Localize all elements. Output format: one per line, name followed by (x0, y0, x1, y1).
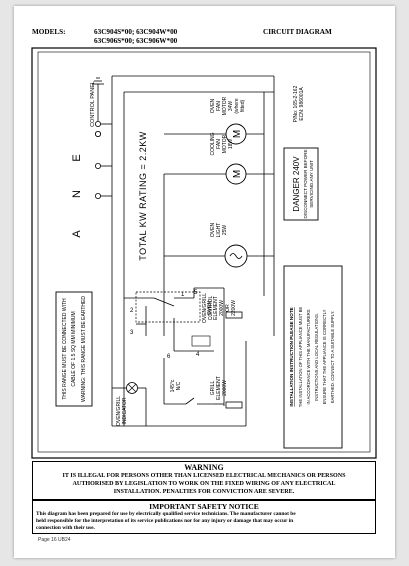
cooling-fan-motor-line-2: FAN (216, 139, 222, 149)
oven-fan-motor-line-5: (where (234, 98, 240, 114)
warning-line-1: IT IS ILLEGAL FOR PERSONS OTHER THAN LIC… (62, 473, 346, 479)
earth-warning-box (55, 291, 93, 407)
terminal-e (95, 131, 102, 138)
terminal-n-label: N (71, 190, 83, 198)
control-sub-box (191, 335, 211, 347)
diagram-inner-frame (37, 51, 371, 453)
oven-light-filament (229, 253, 243, 259)
node-5: 5 (194, 290, 198, 296)
oven-fan-motor-symbol (225, 123, 247, 145)
node-4: 4 (196, 352, 200, 358)
oven-element-line-3: 2000W (219, 300, 225, 316)
oven-fan-motor-line-3: MOTOR (222, 96, 228, 115)
oven-fan-motor-m: M (232, 130, 243, 138)
control-panel-label: CONTROL PANEL (90, 81, 96, 127)
terminal-e-label: E (71, 154, 83, 161)
supply-terminals (95, 131, 102, 199)
indicator-line-2: INDICATOR (122, 397, 128, 424)
danger-title: DANGER 240V (292, 156, 301, 212)
terminal-a (95, 192, 102, 199)
oven-element-line-2: ELEMENT (213, 296, 219, 320)
oven-element-line-4: OR (225, 304, 231, 312)
thermostat-line-2: N/C (176, 381, 182, 390)
oven-fan-motor-line-1: OVEN (210, 99, 216, 114)
oven-light-line-3: 25W (222, 225, 228, 236)
danger-line-1: DISCONNECT POWER BEFORE (303, 149, 308, 218)
oven-grill-control-line-2: CONTROL (208, 296, 214, 321)
installation-instruction-box (283, 265, 343, 449)
oven-fan-motor-line-6: fitted) (240, 99, 246, 112)
warning-box: WARNING IT IS ILLEGAL FOR PERSONS OTHER … (32, 461, 376, 500)
installation-line-4: ENSURE THAT THE APPLIANCE IS CORRECTLY (322, 309, 327, 404)
ecn-number: ECN: 986001A (299, 87, 305, 121)
grill-element-line-2: ELEMENT (216, 376, 222, 400)
node-1: 1 (181, 292, 185, 298)
danger-label-box (283, 147, 319, 221)
total-kw-rating: TOTAL KW RATING = 2.2KW (138, 131, 148, 260)
safety-notice-line-3: connection with their use. (36, 525, 95, 531)
oven-element-line-5: 2200W (231, 300, 237, 316)
models-line-2: 63C906S*00; 63C906W*00 (94, 37, 178, 45)
safety-notice-box: IMPORTANT SAFETY NOTICE This diagram has… (32, 500, 376, 534)
terminal-a-label: A (71, 230, 83, 238)
cooling-fan-motor-line-4: 18W (228, 139, 234, 150)
oven-element-symbol (225, 311, 243, 319)
indicator-line-1: OVEN/GRILL (116, 396, 122, 426)
installation-line-2: IN ACCORDANCE WITH THE MANUFACTURERS (306, 309, 311, 404)
earth-warning-line-1: THIS RANGE MUST BE CONNECTED WITH (62, 298, 68, 400)
models-label: MODELS: (32, 28, 66, 36)
warning-line-2: AUTHORISED BY LEGISLATION TO WORK ON THE… (72, 481, 336, 487)
oven-fan-motor-line-4: 34W (228, 101, 234, 112)
grill-element-symbol (225, 401, 243, 409)
danger-line-2: SERVICING ANY UNIT (309, 160, 314, 208)
models-line-1: 63C904S*00; 63C904W*00 (94, 28, 178, 36)
grill-element-line-1: GRILL (210, 381, 216, 396)
cooling-fan-motor-line-3: MOTOR (222, 134, 228, 153)
diagram-title: CIRCUIT DIAGRAM (263, 28, 332, 36)
safety-notice-title: IMPORTANT SAFETY NOTICE (149, 502, 259, 511)
installation-line-5: EARTHED. CONNECT TO A SUITABLE SUPPLY. (330, 311, 335, 403)
circuit-diagram: CONTROL PANEL A N E TOTAL KW RATING = 2.… (31, 47, 377, 459)
thermostat-line-1: 145°c (170, 379, 176, 392)
terminal-n (95, 162, 102, 169)
document-page: MODELS: 63C904S*00; 63C904W*00 63C906S*0… (14, 6, 395, 558)
cooling-fan-motor-symbol (225, 163, 247, 185)
safety-notice-line-1: This diagram has been prepared for use b… (36, 511, 296, 517)
oven-fan-motor-line-2: FAN (216, 101, 222, 111)
node-6: 6 (167, 354, 171, 360)
installation-title: INSTALLATION INSTRUCTION PLEASE NOTE (289, 307, 294, 406)
part-number: P/No: 165-2-162 (293, 85, 299, 122)
installation-line-3: INSTRUCTIONS AND LOCAL REGULATIONS. (314, 313, 319, 401)
oven-element-line-1: OVEN (207, 301, 213, 316)
earth-warning-line-2: CABLE OF 1.5 SQ MM MINIMUM (71, 311, 77, 386)
oven-grill-control-line-1: OVEN/GRILL (202, 293, 208, 323)
node-3: 3 (130, 330, 134, 336)
warning-line-3: INSTALLATION. PENALTIES FOR CONVICTION A… (113, 489, 295, 495)
cooling-fan-motor-m: M (232, 170, 243, 178)
warning-title: WARNING (184, 463, 224, 472)
diagram-frame (31, 47, 377, 459)
grill-element-line-3: 2000W (222, 380, 228, 396)
circuit-wiring (92, 75, 275, 427)
page-number: Page 16 UB24 (38, 537, 71, 543)
oven-light-line-1: OVEN (210, 223, 216, 238)
node-2: 2 (130, 308, 134, 314)
oven-light-line-2: LIGHT (216, 223, 222, 238)
oven-grill-control-box (135, 291, 201, 323)
earth-warning-line-3: WARNING: THIS RANGE MUST BE EARTHED (81, 296, 87, 402)
cooling-fan-motor-line-1: COOLING (210, 132, 216, 155)
safety-notice-line-2: held responsible for the interpretation … (36, 518, 294, 524)
installation-line-1: THE INSTALLATION OF THIS APPLIANCE MUST … (298, 307, 303, 408)
